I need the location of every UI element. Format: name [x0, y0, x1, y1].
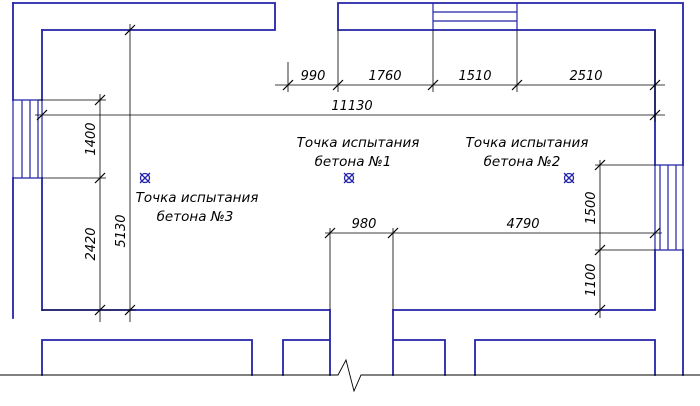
- tick: [649, 109, 661, 121]
- dimension-labels: 990 1760 1510 2510 11130 1400 2420 5130 …: [84, 69, 603, 297]
- dimension-ticks: [36, 24, 661, 316]
- dim-label-1510: 1510: [458, 69, 491, 84]
- tick: [124, 24, 136, 36]
- dimension-lines: [35, 24, 665, 322]
- dim-label-left-lower: 2420: [84, 227, 99, 260]
- dim-label-980: 980: [352, 217, 377, 232]
- dim-label-left-upper: 1400: [84, 122, 99, 155]
- target-icon: [343, 172, 355, 184]
- test-point-1-line2: бетона №1: [315, 154, 392, 170]
- window-left: [12, 99, 43, 179]
- tick: [94, 304, 106, 316]
- tick: [594, 159, 606, 171]
- target-icon: [139, 172, 151, 184]
- tick: [332, 79, 344, 91]
- window-right: [654, 164, 684, 251]
- dim-label-right-lower: 1100: [584, 263, 599, 296]
- test-point-3-line1: Точка испытания: [136, 190, 259, 206]
- dim-inner-chain: [325, 228, 662, 310]
- tick: [594, 244, 606, 256]
- tick: [324, 227, 336, 239]
- wall-bottom-left: [41, 309, 331, 376]
- windows: [12, 3, 684, 251]
- walls: [12, 2, 684, 376]
- test-point-2-line2: бетона №2: [484, 154, 561, 170]
- room-lower-right: [474, 339, 656, 376]
- ground-line: [0, 358, 700, 393]
- test-point-1-line1: Точка испытания: [297, 135, 420, 151]
- tick: [282, 79, 294, 91]
- tick: [94, 172, 106, 184]
- test-point-2: Точка испытания бетона №2: [466, 135, 589, 184]
- window-top: [432, 3, 518, 30]
- dim-label-overall: 11130: [331, 99, 372, 114]
- tick: [36, 109, 48, 121]
- dim-label-right-upper: 1500: [584, 191, 599, 224]
- test-point-3: Точка испытания бетона №3: [136, 172, 259, 225]
- dim-label-990: 990: [301, 69, 326, 84]
- tick: [649, 79, 661, 91]
- dim-label-4790: 4790: [506, 217, 539, 232]
- tick: [511, 79, 523, 91]
- dim-left-chain: [38, 94, 136, 322]
- tick: [594, 304, 606, 316]
- wall-bottom-right: [392, 249, 656, 376]
- target-icon: [563, 172, 575, 184]
- tick: [649, 227, 661, 239]
- tick: [124, 304, 136, 316]
- test-point-3-line2: бетона №3: [157, 209, 234, 225]
- dim-label-1760: 1760: [368, 69, 401, 84]
- dim-right-chain: [595, 160, 655, 318]
- wall-top-left: [12, 2, 276, 31]
- dim-label-left-total: 5130: [114, 214, 129, 247]
- tick: [94, 94, 106, 106]
- dim-label-2510: 2510: [569, 69, 602, 84]
- test-point-2-line1: Точка испытания: [466, 135, 589, 151]
- tick: [387, 227, 399, 239]
- test-point-1: Точка испытания бетона №1: [297, 135, 420, 184]
- tick: [427, 79, 439, 91]
- dim-top-chain: [275, 30, 665, 122]
- room-lower-left: [41, 339, 253, 376]
